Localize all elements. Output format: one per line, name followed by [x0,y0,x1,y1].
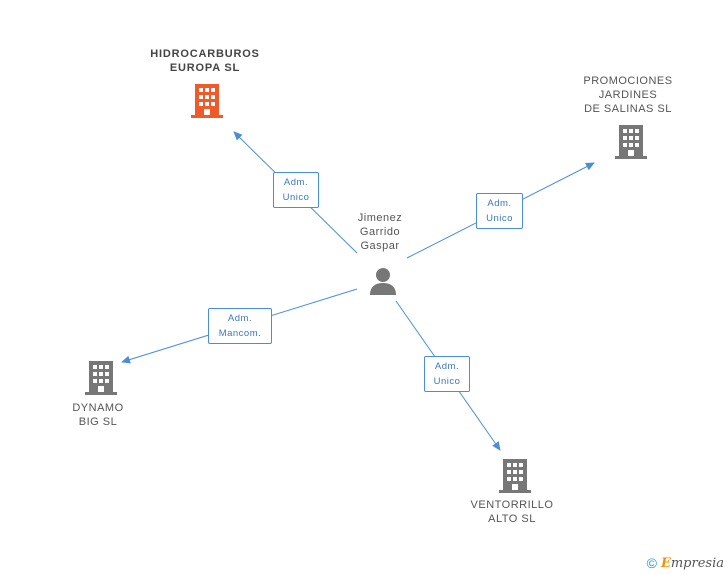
company-name-line: JARDINES [598,89,658,101]
company-name-line: ALTO SL [488,513,536,525]
relation-text: Mancom. [218,328,262,339]
building-icon[interactable] [499,459,531,493]
relation-text: Unico [433,376,461,387]
person-name[interactable]: Jimenez Garrido Gaspar [340,211,420,253]
company-name-line: PROMOCIONES [583,75,673,87]
relation-text: Unico [282,192,310,203]
relation-text: Adm. [434,361,460,372]
relation-text: Adm. [227,313,253,324]
relation-label-hidrocarburos: Adm. Unico [273,172,319,208]
company-label-dynamo[interactable]: DYNAMO BIG SL [58,401,138,429]
company-label-promociones[interactable]: PROMOCIONES JARDINES DE SALINAS SL [563,74,693,116]
brand-initial: E [660,555,671,571]
company-name-line: DYNAMO [72,402,124,414]
company-name-line: EUROPA SL [169,62,241,74]
relation-text: Adm. [283,177,309,188]
relation-label-dynamo: Adm. Mancom. [208,308,272,344]
brand-rest: mpresia [670,555,724,571]
person-name-line: Garrido [359,226,401,238]
copyright-icon: © [646,555,657,571]
company-label-ventorrillo[interactable]: VENTORRILLO ALTO SL [467,498,557,526]
company-name-line: DE SALINAS SL [584,103,672,115]
company-name-line: VENTORRILLO [470,499,554,511]
person-name-line: Gaspar [360,240,400,252]
relation-label-ventorrillo: Adm. Unico [424,356,470,392]
company-label-hidrocarburos[interactable]: HIDROCARBUROS EUROPA SL [130,47,280,75]
building-icon[interactable] [615,125,647,159]
person-name-line: Jimenez [357,212,403,224]
building-icon[interactable] [191,84,223,118]
brand-logo[interactable]: Empresia [661,556,724,571]
relation-text: Adm. [487,198,512,209]
relation-text: Unico [486,213,513,224]
building-icon[interactable] [85,361,117,395]
relation-label-promociones: Adm. Unico [476,193,523,229]
brand-footer: © Empresia [647,555,724,571]
person-icon[interactable] [368,266,398,296]
company-name-line: HIDROCARBUROS [150,48,260,60]
company-name-line: BIG SL [78,416,118,428]
